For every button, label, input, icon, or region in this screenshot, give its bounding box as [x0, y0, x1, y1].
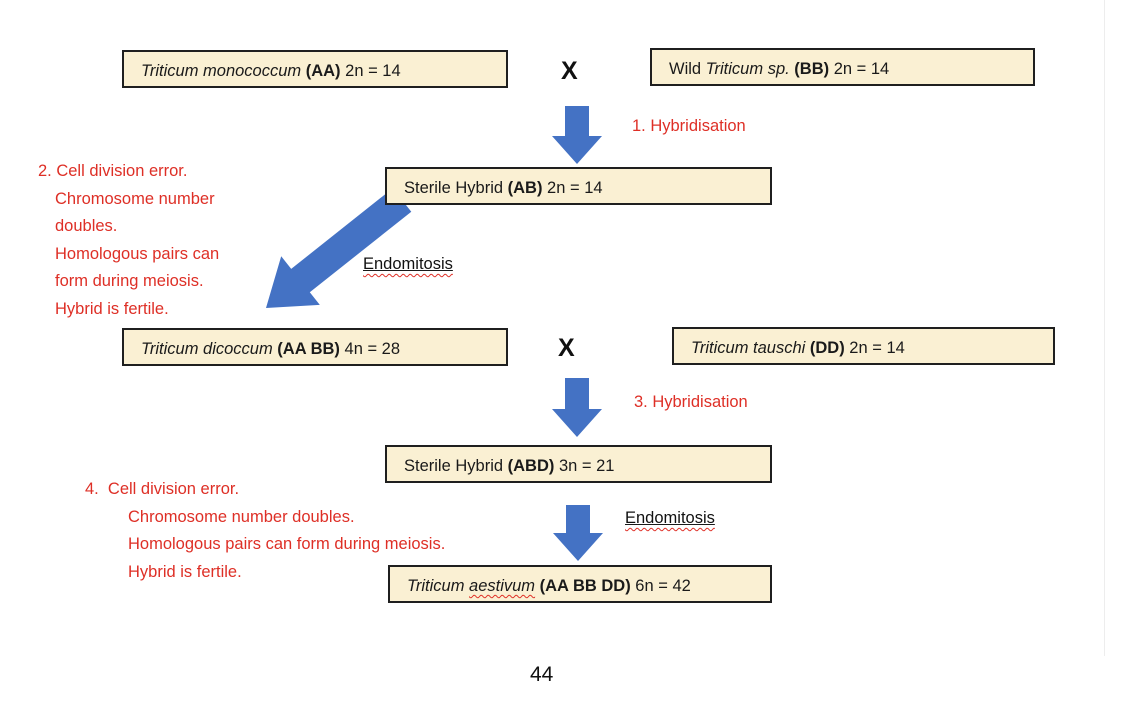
- note-line: doubles.: [55, 217, 118, 235]
- chromosome-count: 4n = 28: [344, 340, 401, 358]
- species-name: Triticum dicoccum: [141, 340, 278, 358]
- chromosome-count: 6n = 42: [635, 577, 691, 595]
- cross-symbol-2: X: [558, 334, 575, 362]
- species-name: Triticum tauschi: [691, 339, 810, 357]
- genome-code: (AA BB DD): [535, 577, 636, 595]
- genome-code: (AA BB): [277, 340, 345, 358]
- note-line: Homologous pairs can: [55, 244, 220, 263]
- page-number: 44: [530, 663, 554, 686]
- note-line: Chromosome number doubles.: [128, 507, 355, 526]
- box-triticum-aestivum: Triticum aestivum (AA BB DD) 6n = 42: [388, 565, 772, 603]
- prefix: Sterile Hybrid: [404, 179, 508, 197]
- chromosome-count: 2n = 14: [849, 339, 905, 357]
- note-cell-division-error-4: 4. Cell division error. Chromosome numbe…: [85, 476, 545, 586]
- endomitosis-2-down-arrow: [553, 505, 603, 561]
- note-line: 4. Cell division error.: [85, 480, 240, 498]
- box-wild-triticum-sp: Wild Triticum sp. (BB) 2n = 14: [650, 48, 1035, 86]
- hybridisation-3-down-arrow: [552, 378, 602, 437]
- note-line: Homologous pairs can form during meiosis…: [128, 535, 446, 553]
- hybridisation-1-down-arrow: [552, 106, 602, 164]
- page-right-edge: [1104, 0, 1105, 656]
- note-line: 2. Cell division error.: [38, 162, 188, 180]
- prefix: Sterile Hybrid: [404, 457, 508, 475]
- note-cell-division-error-2: 2. Cell division error. Chromosome numbe…: [38, 158, 348, 323]
- box-triticum-dicoccum: Triticum dicoccum (AA BB) 4n = 28: [122, 328, 508, 366]
- species-epithet: aestivum: [469, 577, 536, 595]
- note-line: Hybrid is fertile.: [128, 562, 242, 581]
- label-hybridisation-3: 3. Hybridisation: [634, 393, 748, 411]
- note-line: form during meiosis.: [55, 272, 204, 290]
- box-sterile-hybrid-abd: Sterile Hybrid (ABD) 3n = 21: [385, 445, 772, 483]
- species-name: Triticum monococcum: [141, 62, 306, 80]
- chromosome-count: 2n = 14: [547, 179, 603, 197]
- species-name: Triticum sp.: [705, 60, 795, 78]
- genome-code: (AA): [305, 62, 346, 80]
- box-triticum-monococcum: Triticum monococcum (AA) 2n = 14: [122, 50, 508, 88]
- label-endomitosis-1: Endomitosis: [363, 255, 453, 274]
- chromosome-count: 2n = 14: [833, 60, 890, 78]
- endomitosis-text: Endomitosis: [363, 255, 453, 273]
- genome-code: (DD): [809, 339, 850, 357]
- species-genus: Triticum: [407, 577, 470, 595]
- genome-code: (BB): [794, 60, 834, 78]
- chromosome-count: 2n = 14: [345, 62, 401, 80]
- cross-symbol-1: X: [561, 57, 578, 85]
- chromosome-count: 3n = 21: [558, 457, 615, 475]
- genome-code: (ABD): [507, 457, 559, 475]
- label-endomitosis-2: Endomitosis: [625, 509, 715, 528]
- endomitosis-1-diagonal-arrow: [266, 188, 412, 308]
- prefix: Wild: [669, 60, 706, 78]
- endomitosis-text: Endomitosis: [625, 509, 715, 527]
- label-hybridisation-1: 1. Hybridisation: [632, 117, 746, 135]
- genome-code: (AB): [507, 179, 548, 197]
- box-sterile-hybrid-ab: Sterile Hybrid (AB) 2n = 14: [385, 167, 772, 205]
- box-triticum-tauschi: Triticum tauschi (DD) 2n = 14: [672, 327, 1055, 365]
- note-line: Chromosome number: [55, 189, 215, 208]
- note-line: Hybrid is fertile.: [55, 299, 169, 318]
